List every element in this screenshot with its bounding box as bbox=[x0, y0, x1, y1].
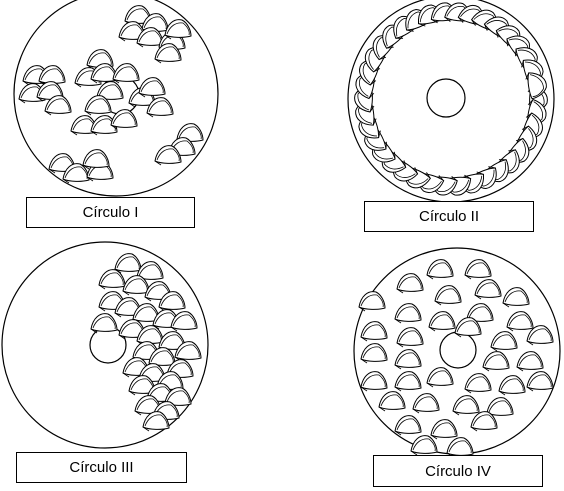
organism-glyph bbox=[430, 419, 458, 440]
circle-1-group bbox=[13, 0, 219, 197]
circle-1-label: Círculo I bbox=[26, 197, 195, 228]
organism-glyph bbox=[112, 63, 140, 84]
organism-glyph bbox=[394, 371, 422, 392]
organism-glyph bbox=[516, 351, 544, 372]
organism-glyph bbox=[360, 321, 388, 342]
circle-4-group bbox=[353, 247, 561, 458]
organism-glyph bbox=[428, 311, 456, 332]
organism-glyph bbox=[394, 349, 422, 370]
organism-glyph bbox=[358, 291, 386, 312]
organism-glyph bbox=[498, 375, 526, 396]
organism-glyph bbox=[464, 259, 492, 280]
organism-glyph bbox=[114, 253, 142, 274]
organism-glyph bbox=[482, 351, 510, 372]
organism-glyph bbox=[360, 371, 388, 392]
organism-glyph bbox=[98, 269, 126, 290]
organism-glyph bbox=[360, 343, 388, 364]
circle-4-label: Círculo IV bbox=[373, 455, 543, 487]
organism-glyph bbox=[434, 285, 462, 306]
organism-glyph bbox=[394, 303, 422, 324]
organism-glyph bbox=[426, 259, 454, 280]
circle-1-organisms bbox=[18, 5, 204, 184]
organism-glyph bbox=[490, 331, 518, 352]
organism-glyph bbox=[474, 279, 502, 300]
organism-glyph bbox=[378, 391, 406, 412]
organism-glyph bbox=[502, 287, 530, 308]
organism-glyph bbox=[506, 311, 534, 332]
circle-2-group bbox=[347, 0, 555, 203]
organism-glyph bbox=[426, 367, 454, 388]
circle-2-hole bbox=[426, 78, 466, 118]
organism-glyph bbox=[452, 395, 480, 416]
organism-glyph bbox=[526, 371, 554, 392]
organism-glyph bbox=[138, 77, 166, 98]
circle-4-hole bbox=[439, 331, 477, 369]
organism-glyph bbox=[396, 273, 424, 294]
organism-glyph bbox=[394, 415, 422, 436]
organism-glyph bbox=[90, 313, 118, 334]
circle-3-label: Círculo III bbox=[16, 452, 187, 483]
organism-glyph bbox=[410, 435, 438, 456]
organism-glyph bbox=[164, 19, 192, 40]
organism-glyph bbox=[412, 393, 440, 414]
organism-glyph bbox=[396, 327, 424, 348]
organism-glyph bbox=[82, 149, 110, 170]
organism-glyph bbox=[464, 373, 492, 394]
circle-3-outer bbox=[1, 241, 209, 449]
circle-3-group bbox=[1, 241, 209, 449]
circle-1-outer bbox=[13, 0, 219, 197]
circle-2-label: Círculo II bbox=[364, 201, 534, 232]
